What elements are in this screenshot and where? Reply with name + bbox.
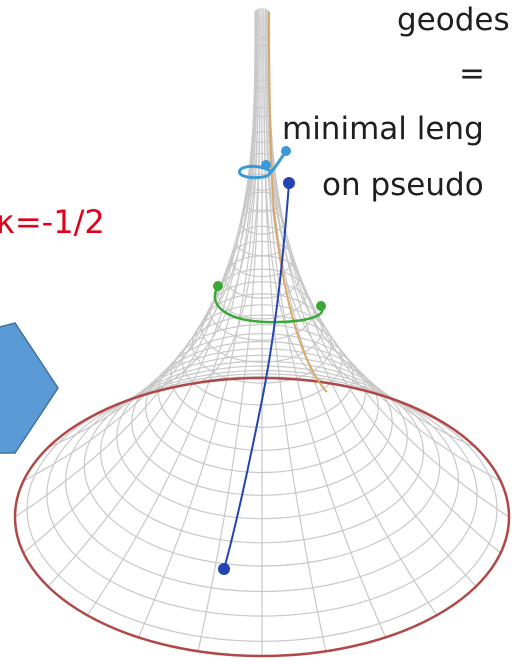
mesh-meridian — [23, 11, 256, 482]
mesh-meridian — [14, 12, 256, 518]
blue-geodesic — [223, 182, 290, 570]
caption-minimal-length: minimal leng — [282, 111, 484, 147]
curvature-label: κ=-1/2 — [0, 203, 105, 241]
right-arrow-icon — [0, 322, 59, 454]
light-blue-loop — [237, 150, 288, 180]
mesh-meridian — [138, 8, 260, 398]
mesh-meridian — [87, 9, 258, 420]
mesh-meridian — [268, 13, 501, 554]
green-loop — [213, 285, 324, 324]
mesh-meridian — [47, 14, 257, 587]
green-point — [213, 281, 223, 291]
mesh-meridian — [267, 10, 477, 449]
blue-endpoint — [283, 177, 295, 189]
caption-geodesic: geodes — [397, 2, 510, 38]
light-blue-point — [281, 146, 291, 156]
base-circle — [13, 376, 511, 658]
caption-equals: = — [459, 56, 485, 92]
mesh-meridian — [197, 8, 261, 384]
orange-geodesic — [268, 11, 328, 393]
light-blue-point — [261, 160, 271, 170]
caption-on-pseudosphere: on pseudo — [322, 167, 484, 203]
blue-endpoint — [218, 563, 230, 575]
mesh-meridian — [267, 14, 477, 587]
mesh-meridian — [263, 8, 327, 384]
pseudosphere-mesh — [14, 8, 510, 656]
green-point — [316, 301, 326, 311]
